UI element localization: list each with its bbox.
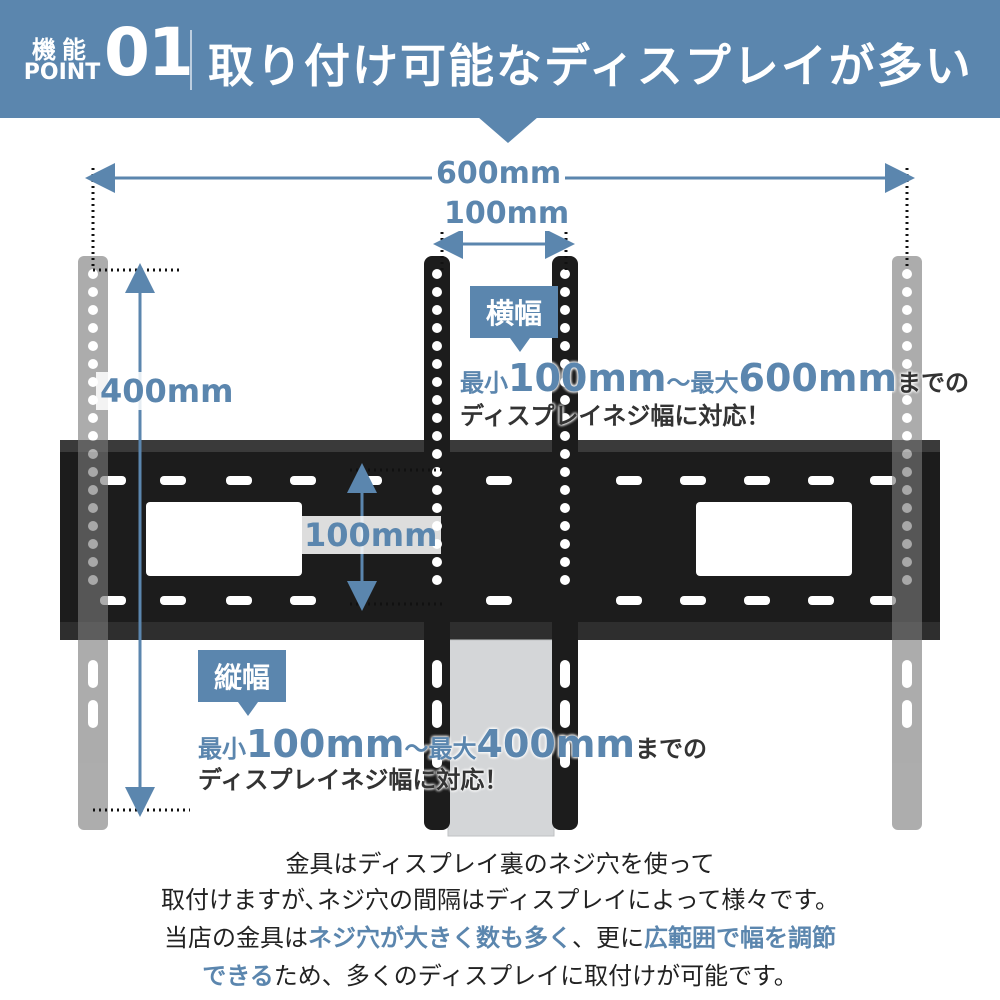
description-highlight-holes: ネジ穴が大きく数も多く [308,924,572,952]
vertical-suffix: までの [635,735,708,763]
dimension-height-min: 100mm [300,516,442,554]
horizontal-range: 最小100mm〜最大600mmまでの [460,356,969,400]
description-highlight-adjust: できる [202,962,274,990]
support-plate [448,640,554,836]
description-line-2: 取付けますが､ネジ穴の間隔はディスプレイによって様々です。 [161,886,839,914]
horizontal-support-text: ディスプレイネジ幅に対応！ [460,402,771,430]
dimension-width-total: 600mm [432,156,566,191]
wall-plate [60,440,940,640]
vertical-support-text: ディスプレイネジ幅に対応！ [198,766,509,794]
description-line-3: 当店の金具はネジ穴が大きく数も多く、更に広範囲で幅を調節 [0,918,1000,953]
description-highlight-range: 広範囲で幅を調節 [644,924,836,952]
horizontal-min-value: 100mm [508,356,667,400]
point-label-kinou: 機能 [32,36,92,64]
vertical-min-value: 100mm [246,722,405,766]
arm-outer-right [892,256,922,830]
horizontal-max-value: 600mm [738,356,898,400]
description-line-4-b: ため、多くのディスプレイに取付けが可能です。 [273,962,798,990]
point-number: 01 [104,14,194,91]
arm-center-right [552,256,578,830]
point-label-point: POINT [23,60,101,85]
dimension-height-total: 400mm [96,372,238,410]
header-pointer-arrow [478,117,538,143]
vertical-min-prefix: 最小 [198,735,246,763]
vertical-max-prefix: 最大 [428,735,477,763]
description-line-1: 金具はディスプレイ裏のネジ穴を使って [285,850,715,878]
header-divider [190,30,192,90]
badge-vertical: 縦幅 [198,650,287,716]
arm-outer-left [78,256,108,830]
description-line-3-c: 、更に [572,924,644,952]
vertical-range: 最小100mm〜最大400mmまでの [198,722,707,766]
description-line-4: できるため、多くのディスプレイに取付けが可能です。 [0,956,1000,991]
dimension-width-min: 100mm [440,196,574,231]
page-title: 取り付け可能なディスプレイが多い [208,39,973,93]
badge-horizontal: 横幅 [470,286,559,352]
description-line-3-a: 当店の金具は [164,924,308,952]
horizontal-max-prefix: 最大 [690,369,739,397]
vertical-connector: 〜 [404,735,429,763]
horizontal-connector: 〜 [666,369,691,397]
horizontal-suffix: までの [897,369,970,397]
vertical-max-value: 400mm [476,722,636,766]
header-banner: 機能 POINT 01 取り付け可能なディスプレイが多い [0,0,1000,118]
horizontal-min-prefix: 最小 [460,369,508,397]
